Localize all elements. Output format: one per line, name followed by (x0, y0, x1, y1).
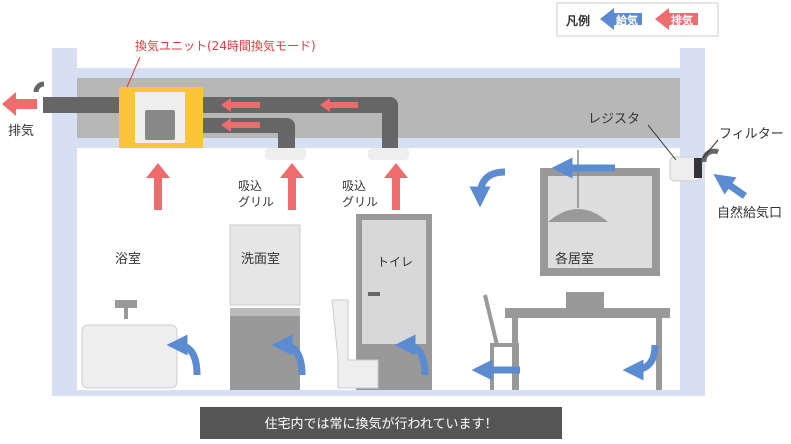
unit-label: 換気ユニット(24時間換気モード) (135, 38, 316, 53)
exhaust-out-arrow (2, 92, 37, 116)
grille-washroom (265, 148, 306, 160)
grille-label-1: 吸込 (238, 179, 262, 193)
legend: 凡例 給気 排気 (556, 2, 719, 37)
legend-exhaust: 排気 (671, 13, 693, 27)
supply-arrows (166, 157, 747, 381)
room-label-washroom: 洗面室 (241, 251, 280, 267)
register-label: レジスタ (588, 112, 640, 127)
exhaust-arrow-icon (655, 8, 698, 30)
banner (200, 407, 562, 439)
legend-supply: 給気 (616, 13, 638, 27)
ventilation-unit: 換気ユニット(24時間換気モード) (119, 38, 316, 148)
exhaust-label: 排気 (8, 123, 34, 139)
toilet-room-items: トイレ (331, 214, 432, 390)
supply-arrow-icon (600, 8, 642, 30)
grille-label-2: 吸込 (342, 179, 366, 193)
bathtub (81, 300, 178, 389)
banner-text: 住宅内では常に換気が行われています！ (265, 416, 498, 432)
legend-title: 凡例 (566, 13, 590, 28)
living-furniture (483, 150, 670, 390)
exhaust-arrows (2, 92, 408, 210)
grille-label-2b: グリル (342, 195, 378, 209)
room-label-living: 各居室 (555, 251, 594, 267)
washbasin (229, 224, 301, 390)
inlet-label: 自然給気口 (717, 205, 782, 221)
filter-label: フィルター (719, 127, 784, 142)
room-label-bath: 浴室 (115, 251, 141, 267)
grille-toilet (368, 148, 409, 160)
grille-label-1b: グリル (238, 195, 274, 209)
register (647, 124, 720, 182)
toilet-door-label: トイレ (377, 255, 413, 269)
